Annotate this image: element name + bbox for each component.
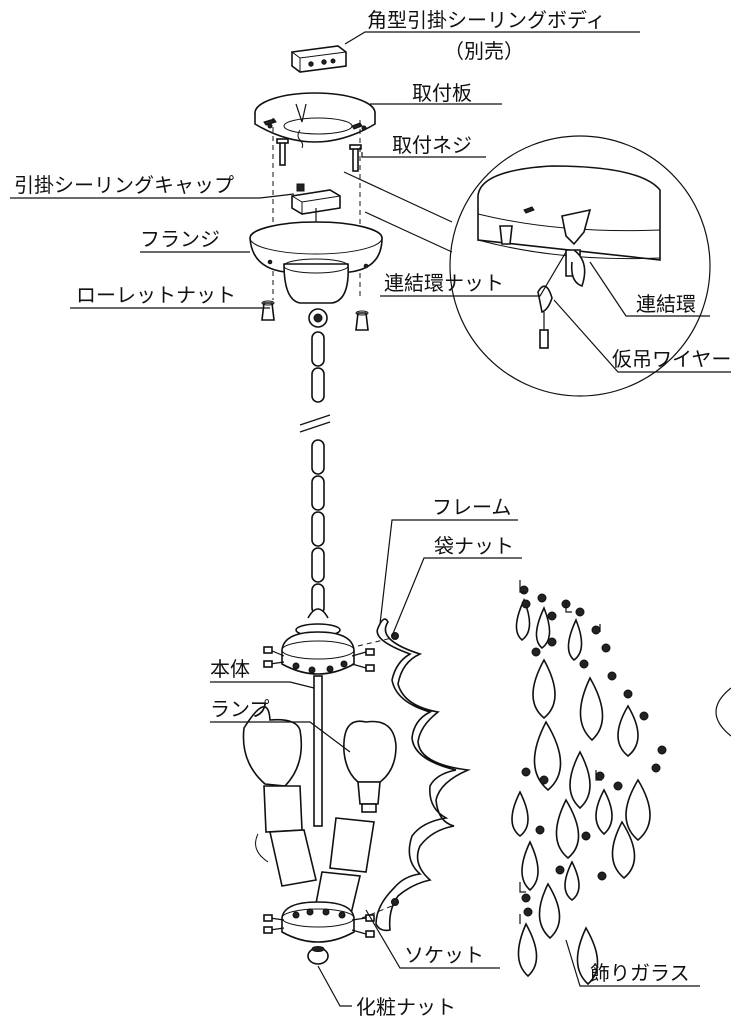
label-flange: フランジ (140, 227, 220, 251)
leader-lines (10, 31, 731, 1007)
label-link-ring: 連結環 (636, 292, 696, 316)
label-mount-screw: 取付ネジ (392, 133, 472, 157)
chain (299, 308, 331, 619)
label-mount-plate: 取付板 (412, 81, 472, 105)
edge-marker (715, 687, 731, 737)
main-body-part (263, 623, 375, 827)
detail-circle (343, 135, 711, 397)
label-cap-nut: 袋ナット (434, 534, 514, 558)
label-sold-separately: （別売） (444, 39, 524, 63)
label-lamp: ランプ (210, 697, 269, 721)
lamps (242, 706, 397, 813)
label-temp-wire: 仮吊ワイヤー (612, 347, 731, 371)
label-ceiling-cap: 引掛シーリングキャップ (14, 173, 234, 197)
frame-part (357, 618, 472, 932)
label-decor-nut: 化粧ナット (356, 995, 456, 1019)
knurled-nuts (261, 300, 369, 331)
label-frame: フレーム (432, 495, 511, 519)
mount-plate-part (254, 92, 376, 149)
label-ceiling-body: 角型引掛シーリングボディ (367, 8, 606, 32)
label-link-ring-nut: 連結環ナット (384, 271, 504, 295)
label-knurled-nut: ローレットナット (76, 283, 236, 307)
label-body: 本体 (210, 657, 250, 681)
lower-body-part (263, 901, 375, 965)
mount-screws (276, 138, 362, 172)
ceiling-body-part (291, 45, 347, 73)
ceiling-cap-part (291, 183, 341, 222)
sockets (255, 785, 375, 919)
label-decor-glass: 飾りガラス (590, 961, 690, 985)
decor-glass (511, 580, 667, 986)
flange-part (249, 221, 383, 304)
label-socket: ソケット (404, 943, 484, 967)
